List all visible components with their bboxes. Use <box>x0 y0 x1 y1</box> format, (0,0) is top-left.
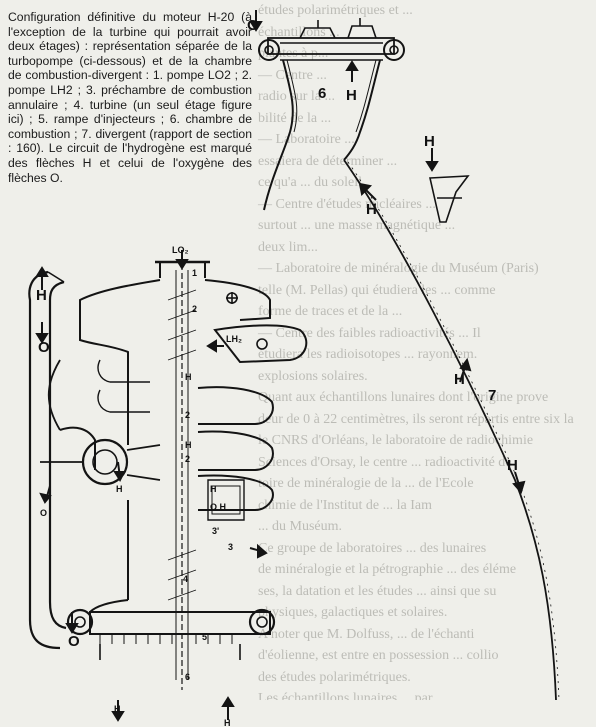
label-h-outer: H <box>507 457 518 474</box>
background-text-line: — Centre d'études nucléaires ... <box>258 196 436 212</box>
background-text-line: telle (M. Pellas) qui étudiera les ... c… <box>258 282 496 298</box>
label-h-pump1: H <box>185 372 192 382</box>
background-text-line: études polarimétriques et ... <box>258 3 413 18</box>
background-text-line: ... du Muséum. <box>258 519 342 534</box>
label-2b: 2 <box>185 410 190 420</box>
nozzle-divergent <box>343 159 560 701</box>
background-text-line: chimie de l'Institut de ... la Iam <box>258 497 432 513</box>
figure-caption: Configuration définitive du moteur H-20 … <box>8 10 252 185</box>
label-h-chamber: H <box>346 87 357 104</box>
label-1: 1 <box>192 268 197 278</box>
combustion-chamber <box>258 18 405 211</box>
background-text-line: — Laboratoire ... <box>258 132 355 147</box>
background-text-line: étudiera les radioisotopes ... rayonnem. <box>258 347 478 362</box>
label-h-bottom-right: H <box>224 718 231 727</box>
background-text-line: surtout ... une masse magnétique ... <box>258 218 456 233</box>
background-text-line: essaiera de déterminer ... <box>258 153 398 169</box>
background-text-line: deur de 0 à 22 centimètres, ils seront r… <box>258 411 574 427</box>
label-h-upper: H <box>424 133 435 150</box>
background-text-line: toire de minéralogie de la ... de l'Ecol… <box>258 476 474 491</box>
background-text-line: Quant aux échantillons lunaires dont l'o… <box>258 390 549 405</box>
label-oh: O H <box>210 502 226 512</box>
label-lo2: LO₂ <box>172 245 189 255</box>
background-article-text: études polarimétriques et ...échantillon… <box>250 0 596 700</box>
background-text-line: le CNRS d'Orléans, le laboratoire de rad… <box>258 433 534 448</box>
background-text-line: — Centre ... <box>258 67 327 83</box>
background-text-line: Ce groupe de laboratoires ... des lunair… <box>258 540 487 556</box>
label-6-pump: 6 <box>185 672 190 682</box>
label-h-diag: H <box>366 201 377 218</box>
label-h-pump3: H <box>210 484 217 494</box>
flow-arrows <box>35 10 526 722</box>
background-text-line: — Laboratoire de minéralogie du Muséum (… <box>258 261 539 276</box>
label-h-pump2: H <box>185 440 192 450</box>
background-text-line: de minéralogie et la pétrographie ... de… <box>258 562 517 577</box>
background-text-line: deux lim... <box>258 239 318 255</box>
label-h-nozzle: H <box>454 371 465 388</box>
label-3: 3 <box>228 542 233 552</box>
diagram-labels: O H 6 H H H 7 H LO₂ LH₂ 1 2 2 2 3' 3 4 5… <box>36 17 518 727</box>
label-h-left: H <box>36 287 47 304</box>
label-2c: 2 <box>185 454 190 464</box>
background-text-line: Sciences d'Orsay, le centre ... radioact… <box>258 454 512 470</box>
label-6-chamber: 6 <box>318 85 326 102</box>
label-o-bottom: O <box>68 633 80 650</box>
label-o-top: O <box>247 17 259 34</box>
background-text-line: des études polarimétriques. <box>258 669 411 685</box>
background-text-line: ses, la datation et les études ... ainsi… <box>258 583 497 599</box>
label-4: 4 <box>183 574 188 584</box>
turbopump <box>28 255 308 690</box>
background-text-line: A noter que M. Dolfuss, ... de l'échanti <box>258 626 475 642</box>
background-text-line: Les échantillons lunaires ... par <box>258 691 433 700</box>
label-7: 7 <box>488 387 496 404</box>
label-5: 5 <box>202 632 207 642</box>
label-2a: 2 <box>192 304 197 314</box>
background-text-line: ce qu'a ... du soleil. <box>258 175 366 190</box>
label-h-mid: H <box>116 484 123 494</box>
label-o-low: O <box>40 508 47 518</box>
background-text-line: physiques, galactiques et solaires. <box>258 605 448 620</box>
label-o-left: O <box>38 339 50 356</box>
background-text-line: bilité de la ... <box>258 110 332 126</box>
background-text-line: — Centre des faibles radioactivités ... … <box>258 325 481 341</box>
background-text-line: radio sur la ... <box>258 89 335 104</box>
background-text-line: forme de traces et de la ... <box>258 304 403 319</box>
label-h-bottom: H <box>114 704 121 714</box>
background-text-line: d'éolienne, est entre en possession ... … <box>258 648 499 663</box>
label-lh2: LH₂ <box>226 334 242 344</box>
label-3prime: 3' <box>212 526 219 536</box>
background-text-line: explosions solaires. <box>258 368 368 384</box>
